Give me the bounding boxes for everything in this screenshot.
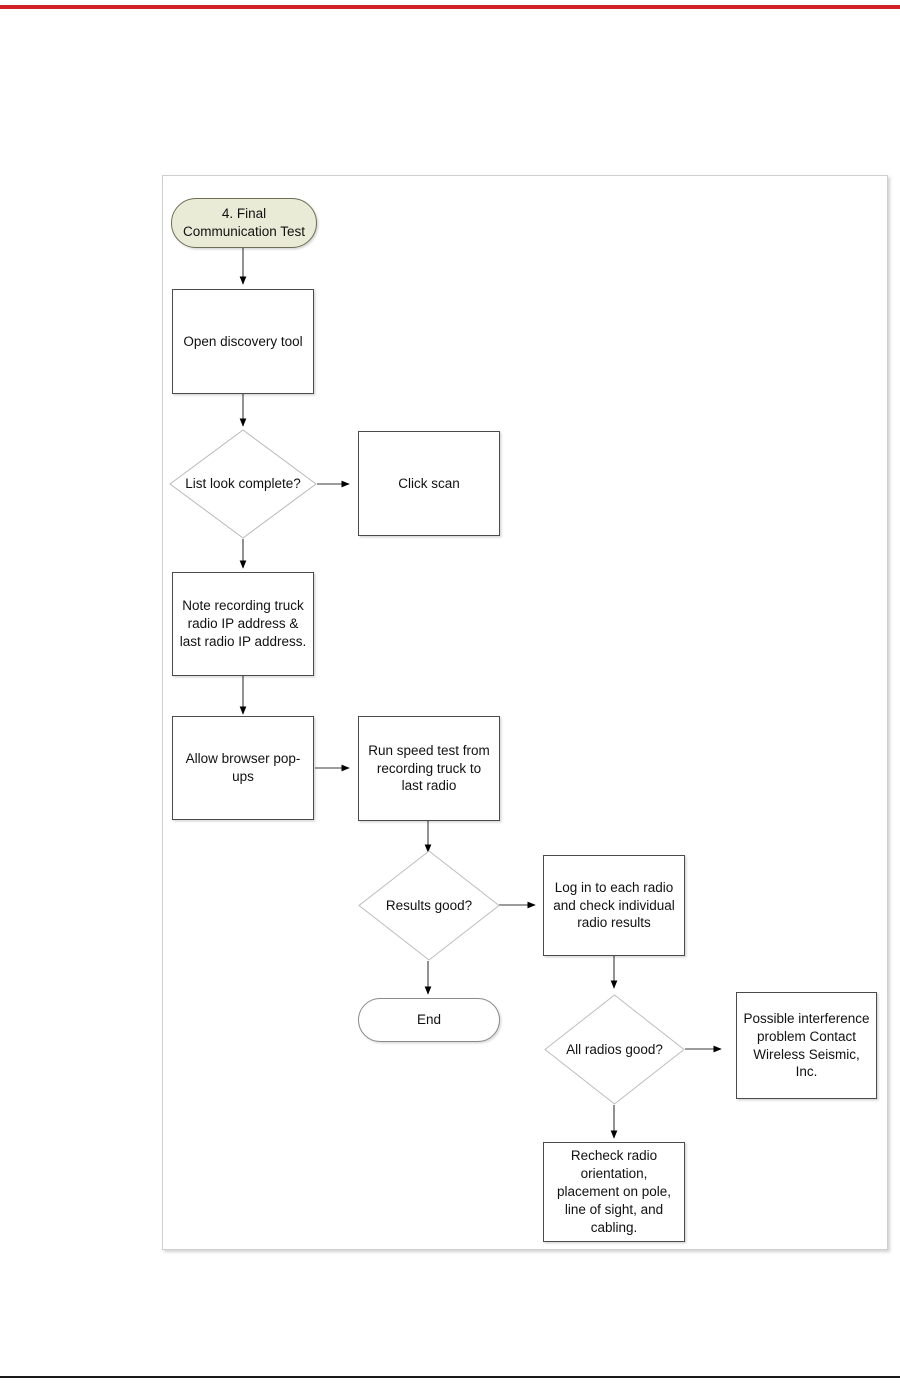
- node-label: Note recording truck radio IP address & …: [179, 598, 307, 649]
- node-click-scan[interactable]: Click scan: [358, 431, 500, 536]
- node-label: Allow browser pop-ups: [185, 751, 301, 784]
- node-label: Recheck radio orientation, placement on …: [556, 1148, 672, 1235]
- decision-diamond-shape: [169, 429, 317, 539]
- node-label: 4. Final Communication Test: [182, 206, 306, 239]
- node-note-radio-ip-addresses[interactable]: Note recording truck radio IP address & …: [172, 572, 314, 676]
- node-possible-interference[interactable]: Possible interference problem Contact Wi…: [736, 992, 877, 1099]
- node-start-final-communication-test[interactable]: 4. Final Communication Test: [171, 198, 317, 248]
- flowchart-canvas: 4. Final Communication Test Open discove…: [163, 176, 889, 1251]
- node-open-discovery-tool[interactable]: Open discovery tool: [172, 289, 314, 394]
- node-label: Open discovery tool: [183, 333, 303, 349]
- node-label: End: [416, 1012, 442, 1028]
- node-label: Results good?: [385, 897, 473, 913]
- node-end[interactable]: End: [358, 998, 500, 1042]
- node-label: Run speed test from recording truck to l…: [368, 742, 490, 794]
- flowchart-frame: 4. Final Communication Test Open discove…: [162, 175, 888, 1250]
- node-allow-browser-popups[interactable]: Allow browser pop-ups: [172, 716, 314, 820]
- node-login-each-radio[interactable]: Log in to each radio and check individua…: [543, 855, 685, 956]
- node-label: List look complete?: [185, 476, 301, 492]
- node-decision-results-good[interactable]: Results good?: [358, 850, 500, 961]
- top-accent-rule: [0, 5, 900, 9]
- node-recheck-radio-setup[interactable]: Recheck radio orientation, placement on …: [543, 1142, 685, 1242]
- decision-diamond-shape: [544, 994, 685, 1105]
- decision-diamond-shape: [358, 850, 500, 961]
- node-decision-all-radios-good[interactable]: All radios good?: [544, 994, 685, 1105]
- node-label: Log in to each radio and check individua…: [553, 879, 675, 931]
- node-label: All radios good?: [566, 1041, 663, 1057]
- node-run-speed-test[interactable]: Run speed test from recording truck to l…: [358, 716, 500, 821]
- node-label: Click scan: [398, 475, 460, 491]
- bottom-rule: [0, 1376, 900, 1378]
- node-label: Possible interference problem Contact Wi…: [743, 1010, 870, 1080]
- node-decision-list-look-complete[interactable]: List look complete?: [169, 429, 317, 539]
